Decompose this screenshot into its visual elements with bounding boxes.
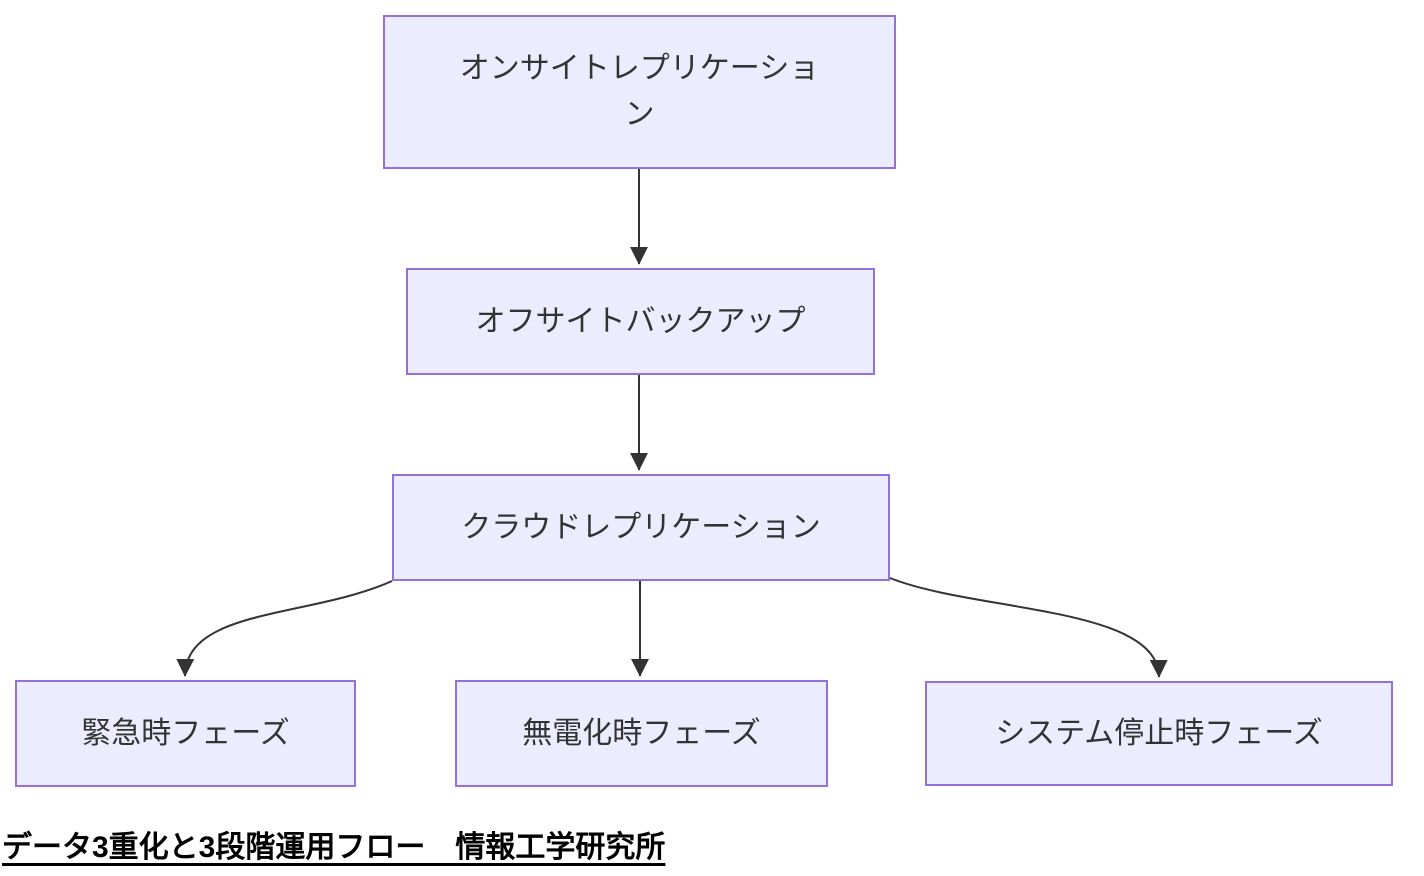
- node-offsite-backup: オフサイトバックアップ: [406, 268, 875, 375]
- node-no-power-phase: 無電化時フェーズ: [455, 680, 828, 787]
- node-onsite-replication: オンサイトレプリケーション: [383, 15, 896, 169]
- node-system-stop-phase: システム停止時フェーズ: [925, 681, 1393, 786]
- node-label: システム停止時フェーズ: [995, 716, 1323, 750]
- node-label: オフサイトバックアップ: [475, 304, 806, 338]
- edge-cloud-to-emergency: [176, 580, 393, 677]
- node-label: クラウドレプリケーション: [461, 510, 821, 544]
- node-label: 緊急時フェーズ: [81, 716, 290, 750]
- node-label: 無電化時フェーズ: [522, 716, 761, 750]
- node-label: オンサイトレプリケーション: [459, 52, 820, 131]
- node-cloud-replication: クラウドレプリケーション: [392, 474, 890, 581]
- diagram-caption: データ3重化と3段階運用フロー 情報工学研究所: [2, 831, 666, 864]
- node-emergency-phase: 緊急時フェーズ: [15, 680, 356, 787]
- edge-cloud-to-sysstop: [889, 577, 1168, 678]
